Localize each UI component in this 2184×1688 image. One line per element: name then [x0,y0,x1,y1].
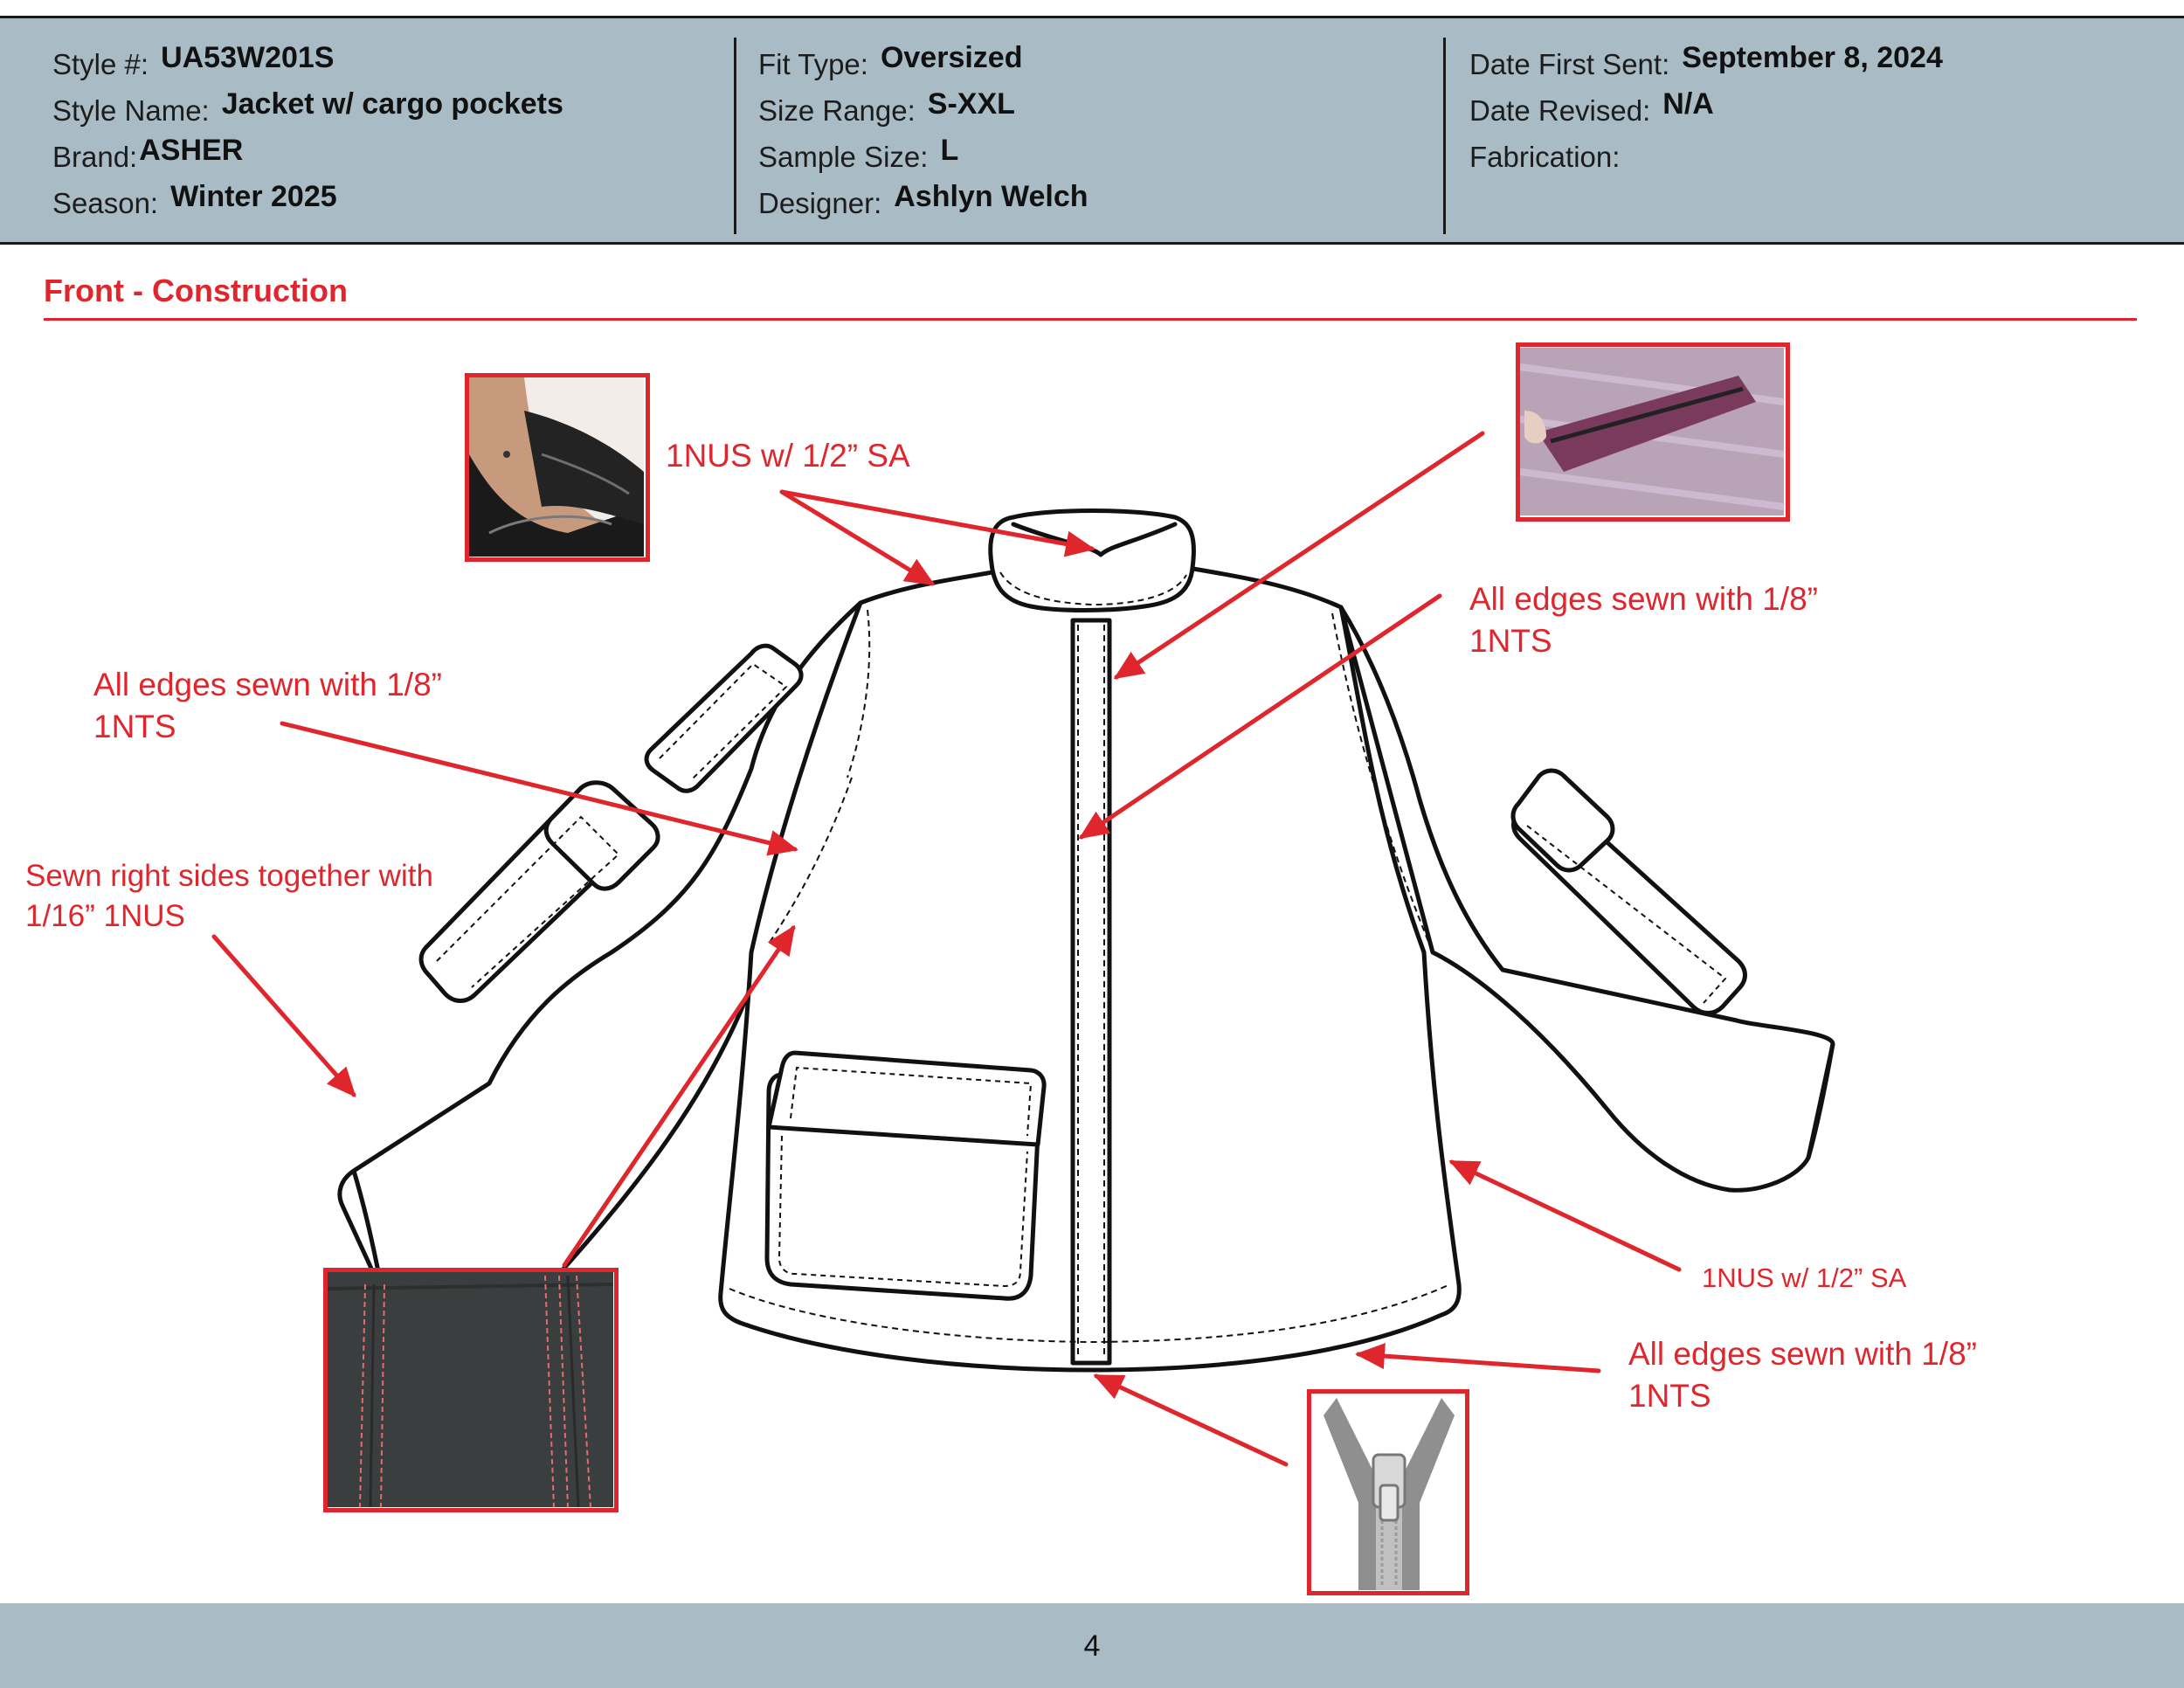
date-revised-value: N/A [1662,87,1714,121]
annotation-sleeve-hem: Sewn right sides together with 1/16” 1NU… [25,859,433,933]
date-first-sent-label: Date First Sent: [1469,48,1670,80]
zipper-edge-detail-photo [1516,342,1790,522]
season-label: Season: [52,187,159,219]
topstitch-detail-photo [323,1268,619,1512]
sleeve-pocket-stitch-3 [1526,825,1727,1004]
page-footer: 4 [0,1603,2184,1688]
annotation-hem-edges: All edges sewn with 1/8” 1NTS [1628,1336,1977,1414]
section-rule [44,318,2137,321]
size-range-value: S-XXL [927,87,1015,121]
date-first-sent-row: Date First Sent: September 8, 2024 [1469,38,1943,84]
arrow-collar-to-shoulder [779,489,936,586]
date-revised-label: Date Revised: [1469,94,1651,127]
arrow-side-seam [1448,1159,1682,1272]
arrow-armhole-photo [562,924,796,1268]
style-name-label: Style Name: [52,94,210,127]
arrow-zipper-center [1078,593,1442,840]
left-sleeve-pocket-upper [644,643,804,793]
sample-size-label: Sample Size: [758,141,929,173]
sleeve-pocket-stitch-2 [436,815,620,988]
fit-type-label: Fit Type: [758,48,868,80]
brand-row: Brand:ASHER [52,130,563,176]
hem-stitch [729,1283,1451,1344]
header-divider [1443,38,1446,234]
collar-photo-art [469,377,644,557]
header-column-fit: Fit Type: Oversized Size Range: S-XXL Samp… [758,38,1089,223]
section-title: Front - Construction [44,273,348,308]
arrow-zipper-bottom [1093,1373,1289,1467]
fit-type-value: Oversized [880,41,1023,74]
fabrication-label: Fabrication: [1469,141,1621,173]
arrow-sleeve-cuff [211,934,356,1097]
designer-value: Ashlyn Welch [894,180,1089,213]
cargo-flap-stitch [790,1066,1033,1137]
header-column-dates: Date First Sent: September 8, 2024 Date R… [1469,38,1943,176]
style-name-value: Jacket w/ cargo pockets [221,87,563,121]
style-name-row: Style Name: Jacket w/ cargo pockets [52,84,563,130]
annotation-sleeve-pocket-edges: All edges sewn with 1/8” 1NTS [93,667,442,744]
arrow-hem [1355,1343,1601,1373]
header-column-style: Style #: UA53W201S Style Name: Jacket w/ c… [52,38,563,223]
page-number: 4 [1083,1629,1101,1663]
fit-type-row: Fit Type: Oversized [758,38,1089,84]
style-number-label: Style #: [52,48,149,80]
season-row: Season: Winter 2025 [52,176,563,223]
left-front-stitch [768,777,853,944]
annotation-side-seam: 1NUS w/ 1/2” SA [1702,1263,1907,1293]
brand-value: ASHER [139,134,244,167]
cargo-pocket-flap [766,1050,1047,1147]
right-sleeve-pocket-flap [1510,768,1615,873]
date-first-sent-value: September 8, 2024 [1682,41,1943,74]
annotation-collar-seam: 1NUS w/ 1/2” SA [666,438,910,474]
header-divider [734,38,736,234]
size-range-label: Size Range: [758,94,916,127]
left-armhole-stitch [847,609,871,778]
collar-fold [1011,522,1178,557]
right-armhole-stitch [1331,612,1432,949]
arrow-left-armhole [280,721,798,856]
style-number-row: Style #: UA53W201S [52,38,563,84]
collar-stitch [999,571,1187,606]
date-revised-row: Date Revised: N/A [1469,84,1943,130]
zipper-detail-photo [1307,1389,1469,1595]
collar-detail-photo [465,373,650,562]
arrow-zipper-top [1113,431,1485,680]
size-range-row: Size Range: S-XXL [758,84,1089,130]
right-cuff [1806,1043,1835,1159]
designer-label: Designer: [758,187,882,219]
spec-header: Style #: UA53W201S Style Name: Jacket w/ c… [0,16,2184,245]
cargo-pocket-stitch [778,1135,1028,1288]
sample-size-row: Sample Size: L [758,130,1089,176]
designer-row: Designer: Ashlyn Welch [758,176,1089,223]
style-number-value: UA53W201S [161,41,335,74]
annotation-zipper-edges: All edges sewn with 1/8” 1NTS [1469,581,1818,659]
season-value: Winter 2025 [170,180,337,213]
brand-label: Brand: [52,141,138,173]
stitching-fabric-photo-art [326,1271,614,1508]
arrow-collar-to-neck [779,489,1095,557]
zipper-photo-art [1310,1392,1466,1590]
zipper-fabric-photo-art [1519,348,1785,515]
sample-size-value: L [940,134,959,167]
fabrication-row: Fabrication: [1469,130,1943,176]
